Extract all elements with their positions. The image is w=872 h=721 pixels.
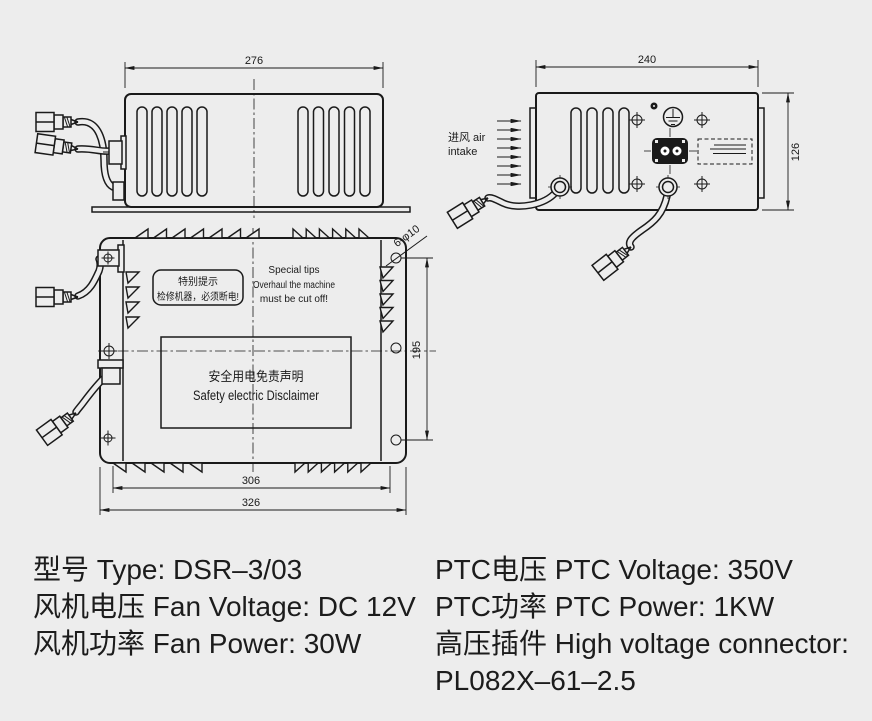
dim-label-126: 126 — [790, 143, 802, 161]
dim-label-195: 195 — [411, 341, 423, 359]
spec-fan-power: 风机功率 Fan Power: 30W — [33, 628, 362, 659]
connector-icon — [35, 111, 79, 133]
disclaimer-cn: 安全用电免责声明 — [209, 369, 304, 384]
top-wires — [72, 255, 107, 416]
spec-hv-connector-model: PL082X–61–2.5 — [435, 665, 636, 696]
heatsink-fins-top — [132, 227, 371, 239]
vent-slots — [570, 107, 630, 194]
heatsink-fins-left — [125, 271, 141, 330]
dim-label-306: 306 — [242, 475, 260, 487]
top-view: 6-φ10 195 特别提示 检修机器，必须断电! Special tips O… — [35, 223, 436, 515]
grommet-flange — [97, 359, 124, 369]
front-view: 276 — [34, 55, 411, 218]
hole-spec-label: 6-φ10 — [392, 223, 423, 250]
screw-icon — [101, 251, 115, 265]
side-housing — [535, 92, 759, 211]
wire-grommet — [548, 175, 572, 199]
special-tips-line3: must be cut off! — [260, 294, 328, 305]
heatsink-fins-bottom — [110, 462, 373, 474]
special-tips-line2: Overhaul the machine — [253, 280, 335, 291]
front-wires — [74, 118, 117, 191]
mounting-hole — [390, 342, 402, 354]
special-tips-line1: Special tips — [268, 265, 319, 276]
base-plate — [91, 206, 411, 213]
side-grommet — [108, 140, 123, 165]
warning-label-cn1: 特别提示 — [178, 276, 218, 288]
connector-icon — [35, 286, 79, 308]
panel-screws — [629, 112, 710, 192]
spec-hv-connector: 高压插件 High voltage connector: — [435, 628, 849, 659]
mounting-hole — [390, 434, 402, 446]
spec-ptc-voltage: PTC电压 PTC Voltage: 350V — [435, 554, 793, 585]
ground-symbol-icon — [662, 106, 684, 128]
spec-fan-voltage: 风机电压 Fan Voltage: DC 12V — [33, 591, 416, 622]
bottom-grommet — [112, 181, 125, 201]
leader-line — [385, 235, 428, 267]
air-intake-label-cn: 进风 air — [448, 131, 486, 144]
air-intake-arrows — [497, 118, 522, 187]
dim-label-276: 276 — [245, 55, 263, 67]
nameplate-area — [697, 138, 753, 165]
spec-type: 型号 Type: DSR–3/03 — [33, 554, 303, 585]
dim-label-326: 326 — [242, 497, 260, 509]
connector-icon — [34, 132, 81, 160]
air-intake-label-en: intake — [448, 146, 477, 158]
warning-label-plate — [152, 269, 244, 306]
disclaimer-plate — [160, 336, 352, 429]
wire-grommet — [101, 367, 121, 385]
screw-icon — [101, 343, 117, 359]
high-voltage-connector-icon — [644, 128, 697, 174]
spec-ptc-power: PTC功率 PTC Power: 1KW — [435, 591, 775, 622]
wire-grommet — [656, 175, 680, 199]
side-view: 240 126 进风 air intake — [446, 54, 802, 282]
heatsink-fins-right — [379, 266, 395, 334]
screw-icon — [100, 430, 116, 446]
spec-column-right: PTC电压 PTC Voltage: 350V PTC功率 PTC Power:… — [435, 551, 849, 699]
side-wires — [484, 188, 671, 251]
spec-column-left: 型号 Type: DSR–3/03 风机电压 Fan Voltage: DC 1… — [33, 551, 416, 662]
warning-label-cn2: 检修机器，必须断电! — [157, 290, 239, 303]
vent-slots-left — [136, 106, 208, 197]
vent-slots-right — [297, 106, 371, 197]
disclaimer-en: Safety electric Disclaimer — [193, 388, 319, 403]
dim-label-240: 240 — [638, 54, 656, 66]
